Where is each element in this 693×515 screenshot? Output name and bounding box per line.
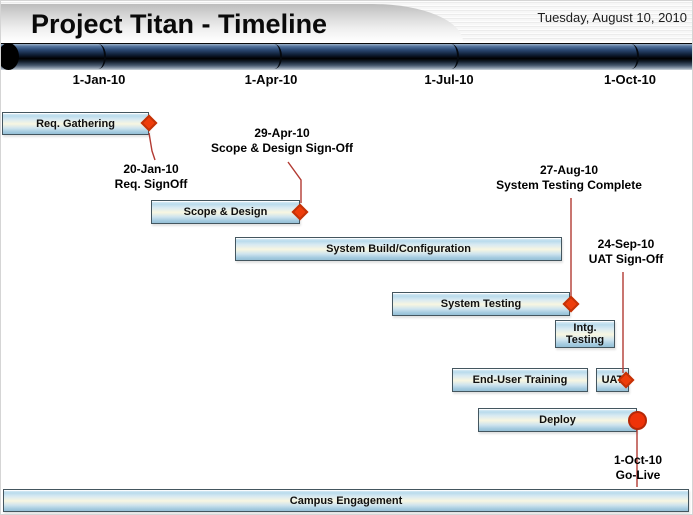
task-bar-system-build-configuration: System Build/Configuration: [235, 237, 562, 261]
axis-tick-mark-jul: [444, 44, 459, 69]
task-bar-end-user-training: End-User Training: [452, 368, 588, 392]
callout-date: 20-Jan-10: [123, 162, 179, 176]
callout-scope-design-signoff: 29-Apr-10 Scope & Design Sign-Off: [172, 126, 392, 155]
callout-label: Req. SignOff: [114, 176, 188, 191]
axis-tick-label-jan: 1-Jan-10: [72, 72, 126, 87]
axis-tick-label-jul: 1-Jul-10: [424, 72, 474, 87]
task-bar-intg-testing: Intg. Testing: [555, 320, 615, 348]
timeline-axis-bar: [1, 43, 692, 70]
task-bar-label: End-User Training: [472, 374, 568, 386]
callout-date: 29-Apr-10: [254, 126, 310, 140]
axis-tick-label-oct: 1-Oct-10: [603, 72, 657, 87]
callout-system-testing-complete: 27-Aug-10 System Testing Complete: [459, 163, 679, 192]
callout-uat-signoff: 24-Sep-10 UAT Sign-Off: [561, 237, 691, 266]
callout-req-signoff: 20-Jan-10 Req. SignOff: [91, 162, 211, 191]
callout-label: Scope & Design Sign-Off: [210, 140, 353, 155]
task-bar-campus-engagement: Campus Engagement: [3, 489, 689, 512]
axis-tick-mark-apr: [267, 44, 282, 69]
task-bar-req-gathering: Req. Gathering: [2, 112, 149, 135]
callout-label: Go-Live: [615, 467, 661, 482]
task-bar-scope-design: Scope & Design: [151, 200, 300, 224]
milestone-circle-go-live: [628, 411, 647, 430]
task-bar-label: Deploy: [539, 414, 576, 426]
task-bar-label: Campus Engagement: [289, 494, 403, 507]
callout-date: 24-Sep-10: [597, 237, 655, 251]
callout-go-live: 1-Oct-10 Go-Live: [583, 453, 692, 482]
page-title: Project Titan - Timeline: [31, 9, 328, 39]
report-date: Tuesday, August 10, 2010: [537, 10, 687, 25]
slide-header: Project Titan - Timeline Tuesday, August…: [1, 1, 692, 42]
task-bar-label: Scope & Design: [183, 206, 268, 218]
timeline-axis-end-cap: [1, 43, 19, 70]
task-bar-label: Req. Gathering: [36, 117, 115, 130]
axis-tick-mark-oct: [624, 44, 639, 69]
task-bar-label: System Build/Configuration: [326, 243, 471, 255]
task-bar-system-testing: System Testing: [392, 292, 570, 316]
callout-date: 27-Aug-10: [539, 163, 598, 177]
task-bar-label: Intg. Testing: [565, 322, 605, 346]
title-banner: Project Titan - Timeline: [1, 4, 463, 42]
axis-tick-label-apr: 1-Apr-10: [244, 72, 298, 87]
callout-label: UAT Sign-Off: [588, 251, 664, 266]
task-bar-label: System Testing: [440, 298, 522, 310]
axis-tick-mark-jan: [91, 44, 106, 69]
callout-date: 1-Oct-10: [613, 453, 663, 467]
task-bar-deploy: Deploy: [478, 408, 637, 432]
task-bar-label: UAT: [601, 374, 624, 386]
callout-label: System Testing Complete: [496, 177, 642, 192]
